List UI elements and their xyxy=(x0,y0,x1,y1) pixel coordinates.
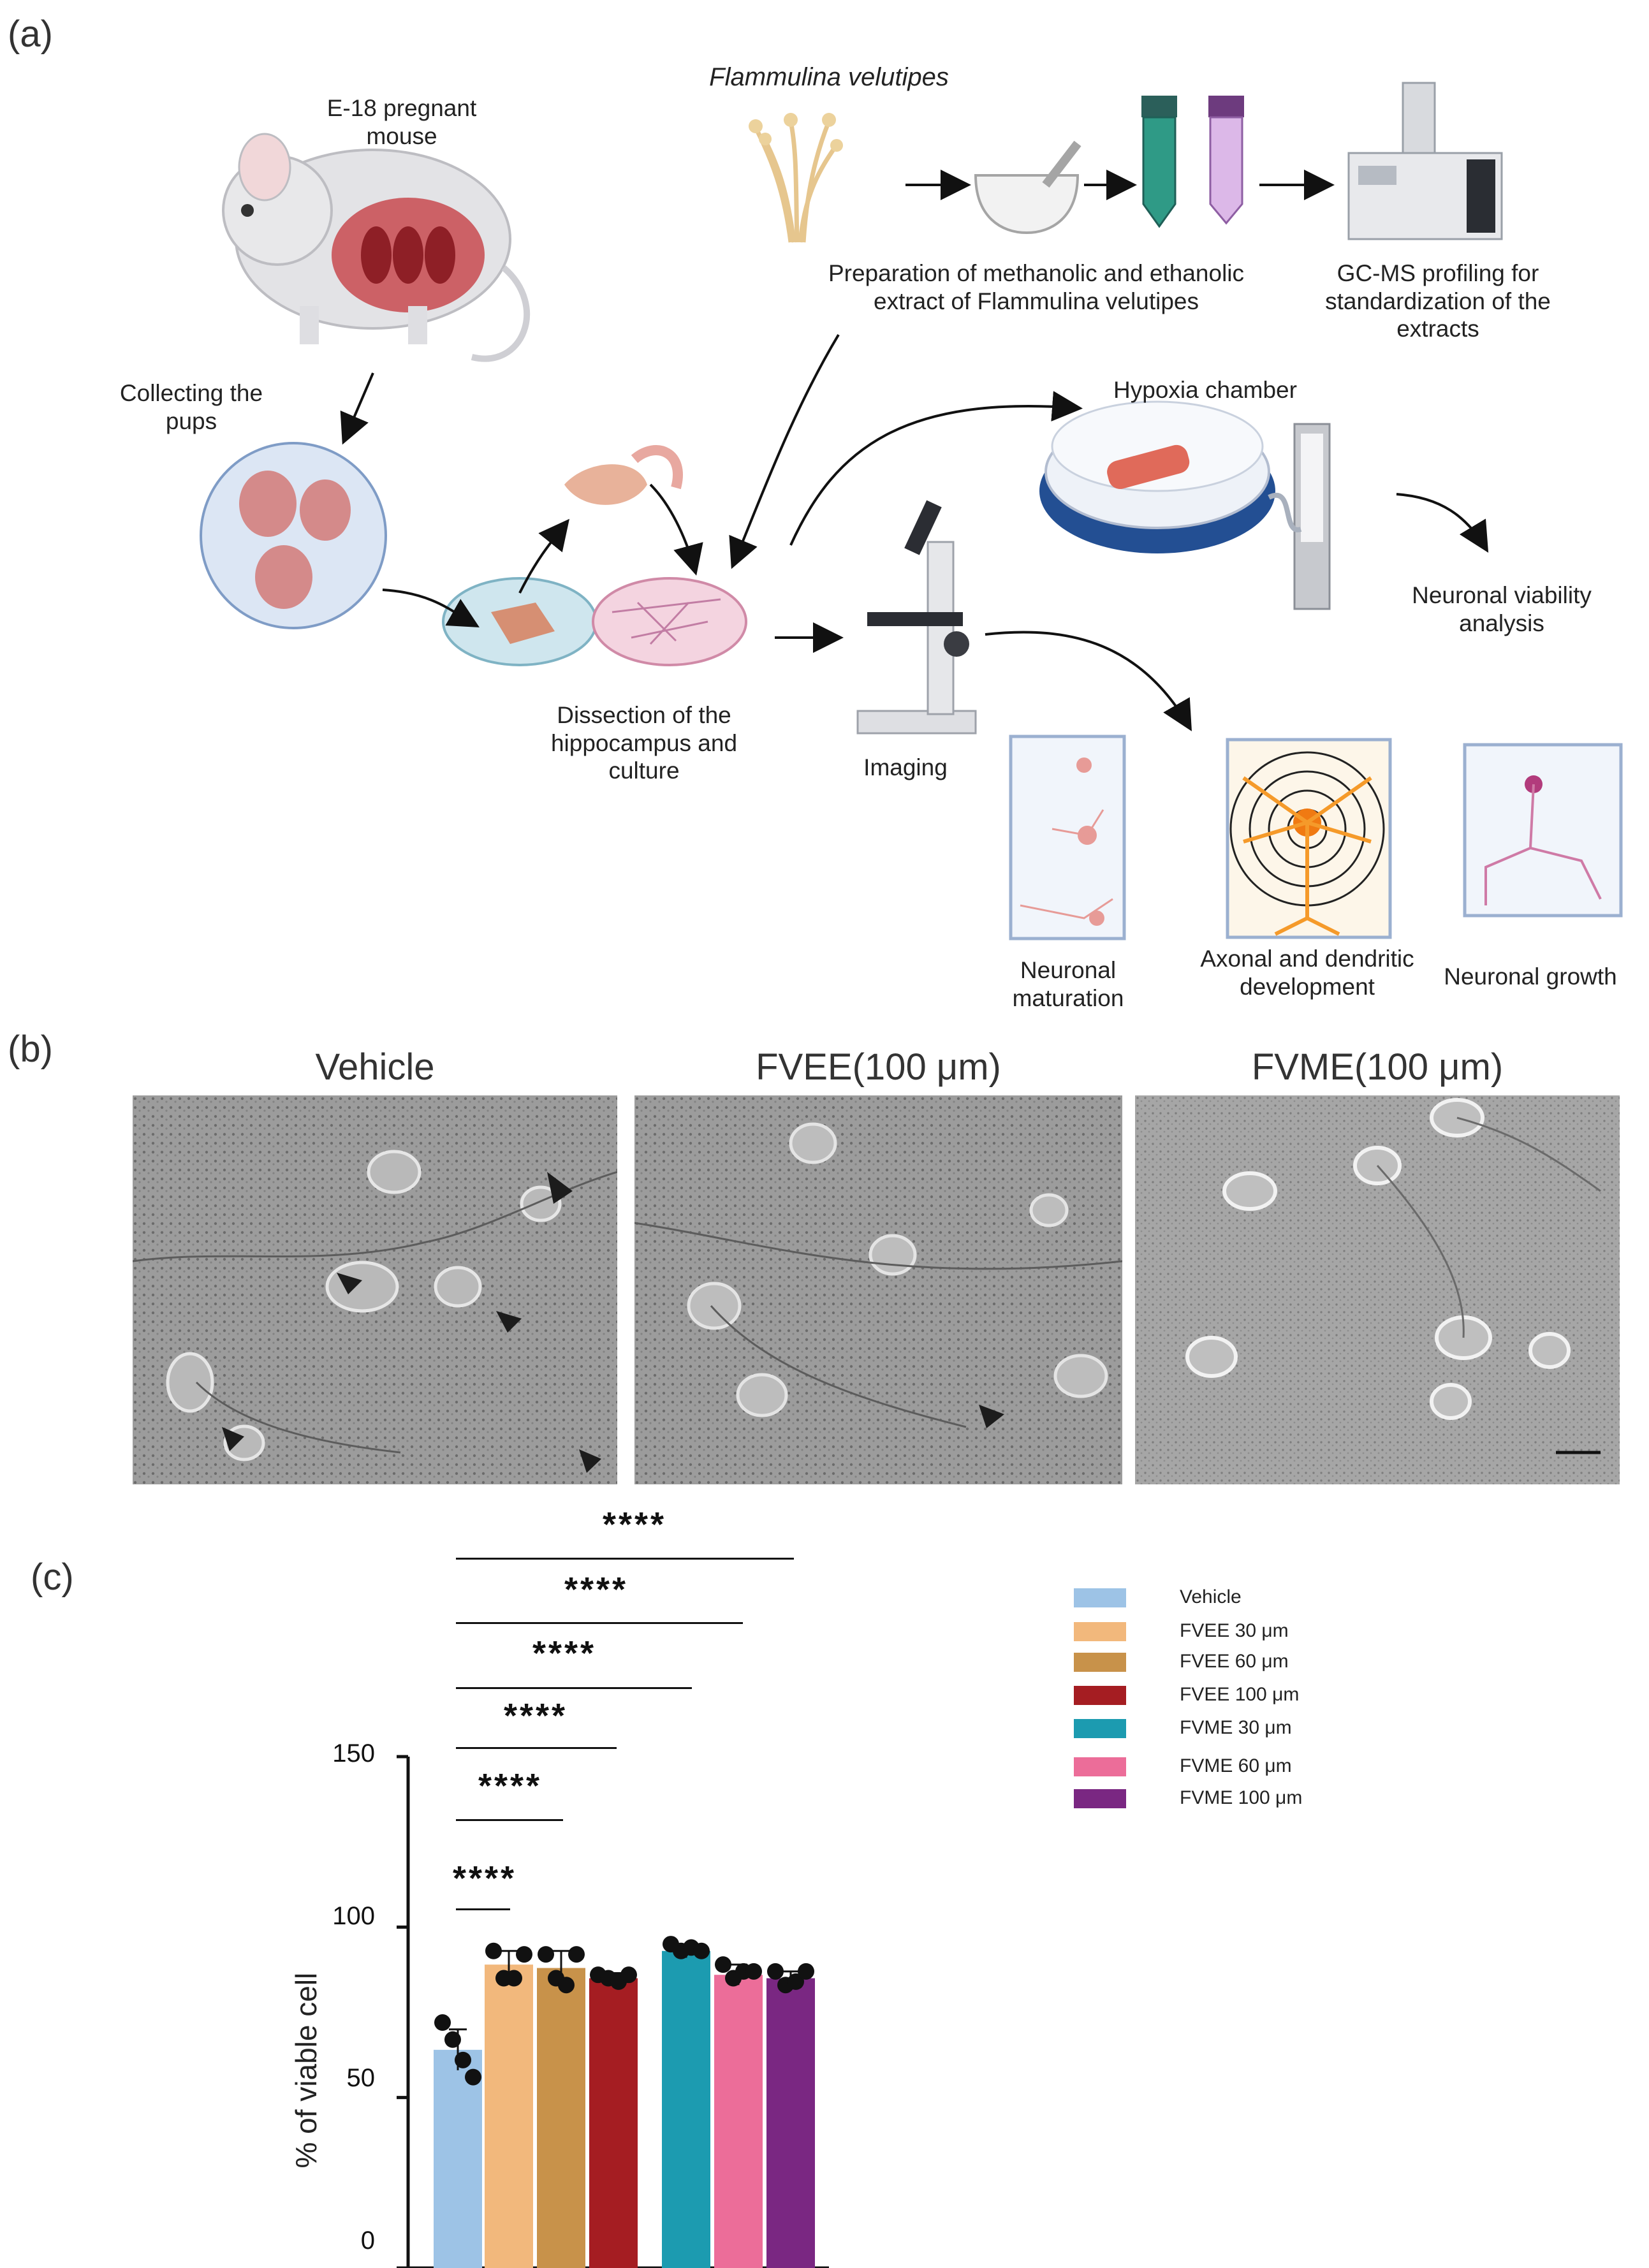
viability-label: Neuronal viability analysis xyxy=(1412,582,1592,636)
panel-c-tag: (c) xyxy=(31,1556,74,1598)
data-point xyxy=(767,1963,784,1980)
legend-label: FVEE 60 μm xyxy=(1180,1651,1289,1672)
y-tick-label: 0 xyxy=(360,2227,375,2255)
data-point xyxy=(455,2051,471,2068)
bar-7 xyxy=(766,1978,815,2268)
data-point xyxy=(568,1946,585,1963)
significance-stars: **** xyxy=(452,1859,517,1898)
legend-swatch xyxy=(1074,1789,1126,1808)
pregnant-mouse-icon xyxy=(222,133,531,362)
collecting-pups-label: Collecting the pups xyxy=(119,380,263,434)
legend-swatch xyxy=(1074,1719,1126,1738)
micrograph-fvee xyxy=(634,1095,1122,1484)
legend-swatch xyxy=(1074,1653,1126,1672)
viability-bar-chart xyxy=(397,1755,829,2268)
panel-a-tag: (a) xyxy=(8,13,53,55)
data-point xyxy=(465,2068,481,2086)
significance-bar xyxy=(456,1622,743,1624)
legend-label: FVEE 30 μm xyxy=(1180,1620,1289,1641)
data-point xyxy=(798,1963,814,1980)
neuronal-growth-box xyxy=(1463,743,1623,918)
significance-bar xyxy=(456,1558,794,1560)
bar-1 xyxy=(434,2049,482,2268)
y-tick-label: 50 xyxy=(346,2064,376,2092)
legend-swatch xyxy=(1074,1686,1126,1705)
legend-label: FVME 30 μm xyxy=(1180,1717,1292,1738)
hypoxia-chamber-label: Hypoxia chamber xyxy=(1113,377,1297,403)
micrograph-vehicle xyxy=(133,1095,617,1484)
y-tick-label: 150 xyxy=(332,1739,375,1767)
dissection-label: Dissection of the hippocampus and cultur… xyxy=(550,702,738,784)
extract-tubes-icon xyxy=(1141,96,1244,228)
hippocampus-icon xyxy=(564,445,683,505)
data-point xyxy=(538,1946,554,1963)
legend-label: FVEE 100 μm xyxy=(1180,1684,1300,1705)
legend-swatch xyxy=(1074,1757,1126,1776)
pregnant-mouse-label: E-18 pregnant mouse xyxy=(326,95,477,149)
axonal-dendritic-box xyxy=(1226,738,1392,939)
pups-icon xyxy=(200,442,387,629)
workflow-diagram xyxy=(200,82,1623,940)
significance-stars: **** xyxy=(503,1697,568,1735)
significance-bar xyxy=(456,1747,617,1749)
bar-3 xyxy=(537,1968,585,2268)
data-point xyxy=(516,1946,532,1963)
neuronal-maturation-box xyxy=(1009,735,1126,940)
significance-bar xyxy=(456,1908,510,1910)
data-point xyxy=(434,2014,451,2031)
significance-stars: **** xyxy=(602,1505,667,1544)
mortar-icon xyxy=(974,140,1081,235)
bar-4 xyxy=(589,1978,638,2268)
bar-6 xyxy=(714,1975,763,2268)
y-tick-label: 100 xyxy=(332,1902,375,1930)
data-point xyxy=(485,1942,502,1959)
maturation-label: Neuronal maturation xyxy=(1012,957,1124,1011)
panel-b-tag: (b) xyxy=(8,1028,53,1070)
gcms-label: GC-MS profiling for standardization of t… xyxy=(1325,260,1551,342)
significance-stars: **** xyxy=(532,1634,597,1672)
gc-ms-instrument-icon xyxy=(1347,82,1503,240)
imaging-label: Imaging xyxy=(863,754,948,780)
bar-5 xyxy=(662,1950,710,2268)
data-point xyxy=(558,1977,575,1994)
data-point xyxy=(693,1942,710,1959)
axonal-label: Axonal and dendritic development xyxy=(1200,946,1414,1000)
micrograph-title-fvee: FVEE(100 μm) xyxy=(756,1046,1001,1088)
legend-swatch xyxy=(1074,1622,1126,1641)
micrograph-title-fvme: FVME(100 μm) xyxy=(1251,1046,1504,1088)
growth-label: Neuronal growth xyxy=(1444,963,1617,990)
bar-2 xyxy=(485,1964,533,2268)
micrograph-title-vehicle: Vehicle xyxy=(315,1046,435,1088)
culture-dish-icon xyxy=(442,577,747,666)
significance-bar xyxy=(456,1687,692,1689)
legend-label: FVME 60 μm xyxy=(1180,1755,1292,1776)
preparation-label: Preparation of methanolic and ethanolic … xyxy=(828,260,1245,314)
legend-swatch xyxy=(1074,1588,1126,1607)
legend-label: Vehicle xyxy=(1180,1586,1242,1607)
significance-bar xyxy=(456,1819,563,1821)
data-point xyxy=(444,2031,461,2048)
species-label: Flammulina velutipes xyxy=(709,63,949,91)
data-point xyxy=(620,1966,637,1984)
microscope-icon xyxy=(856,500,977,735)
hypoxia-chamber-icon xyxy=(1039,400,1331,610)
data-point xyxy=(788,1973,804,1990)
data-point xyxy=(506,1970,522,1987)
legend-label: FVME 100 μm xyxy=(1180,1787,1303,1808)
micrograph-fvme xyxy=(1135,1095,1620,1484)
data-point xyxy=(745,1963,762,1980)
significance-stars: **** xyxy=(478,1767,543,1805)
data-point xyxy=(715,1956,731,1973)
significance-stars: **** xyxy=(564,1570,629,1609)
